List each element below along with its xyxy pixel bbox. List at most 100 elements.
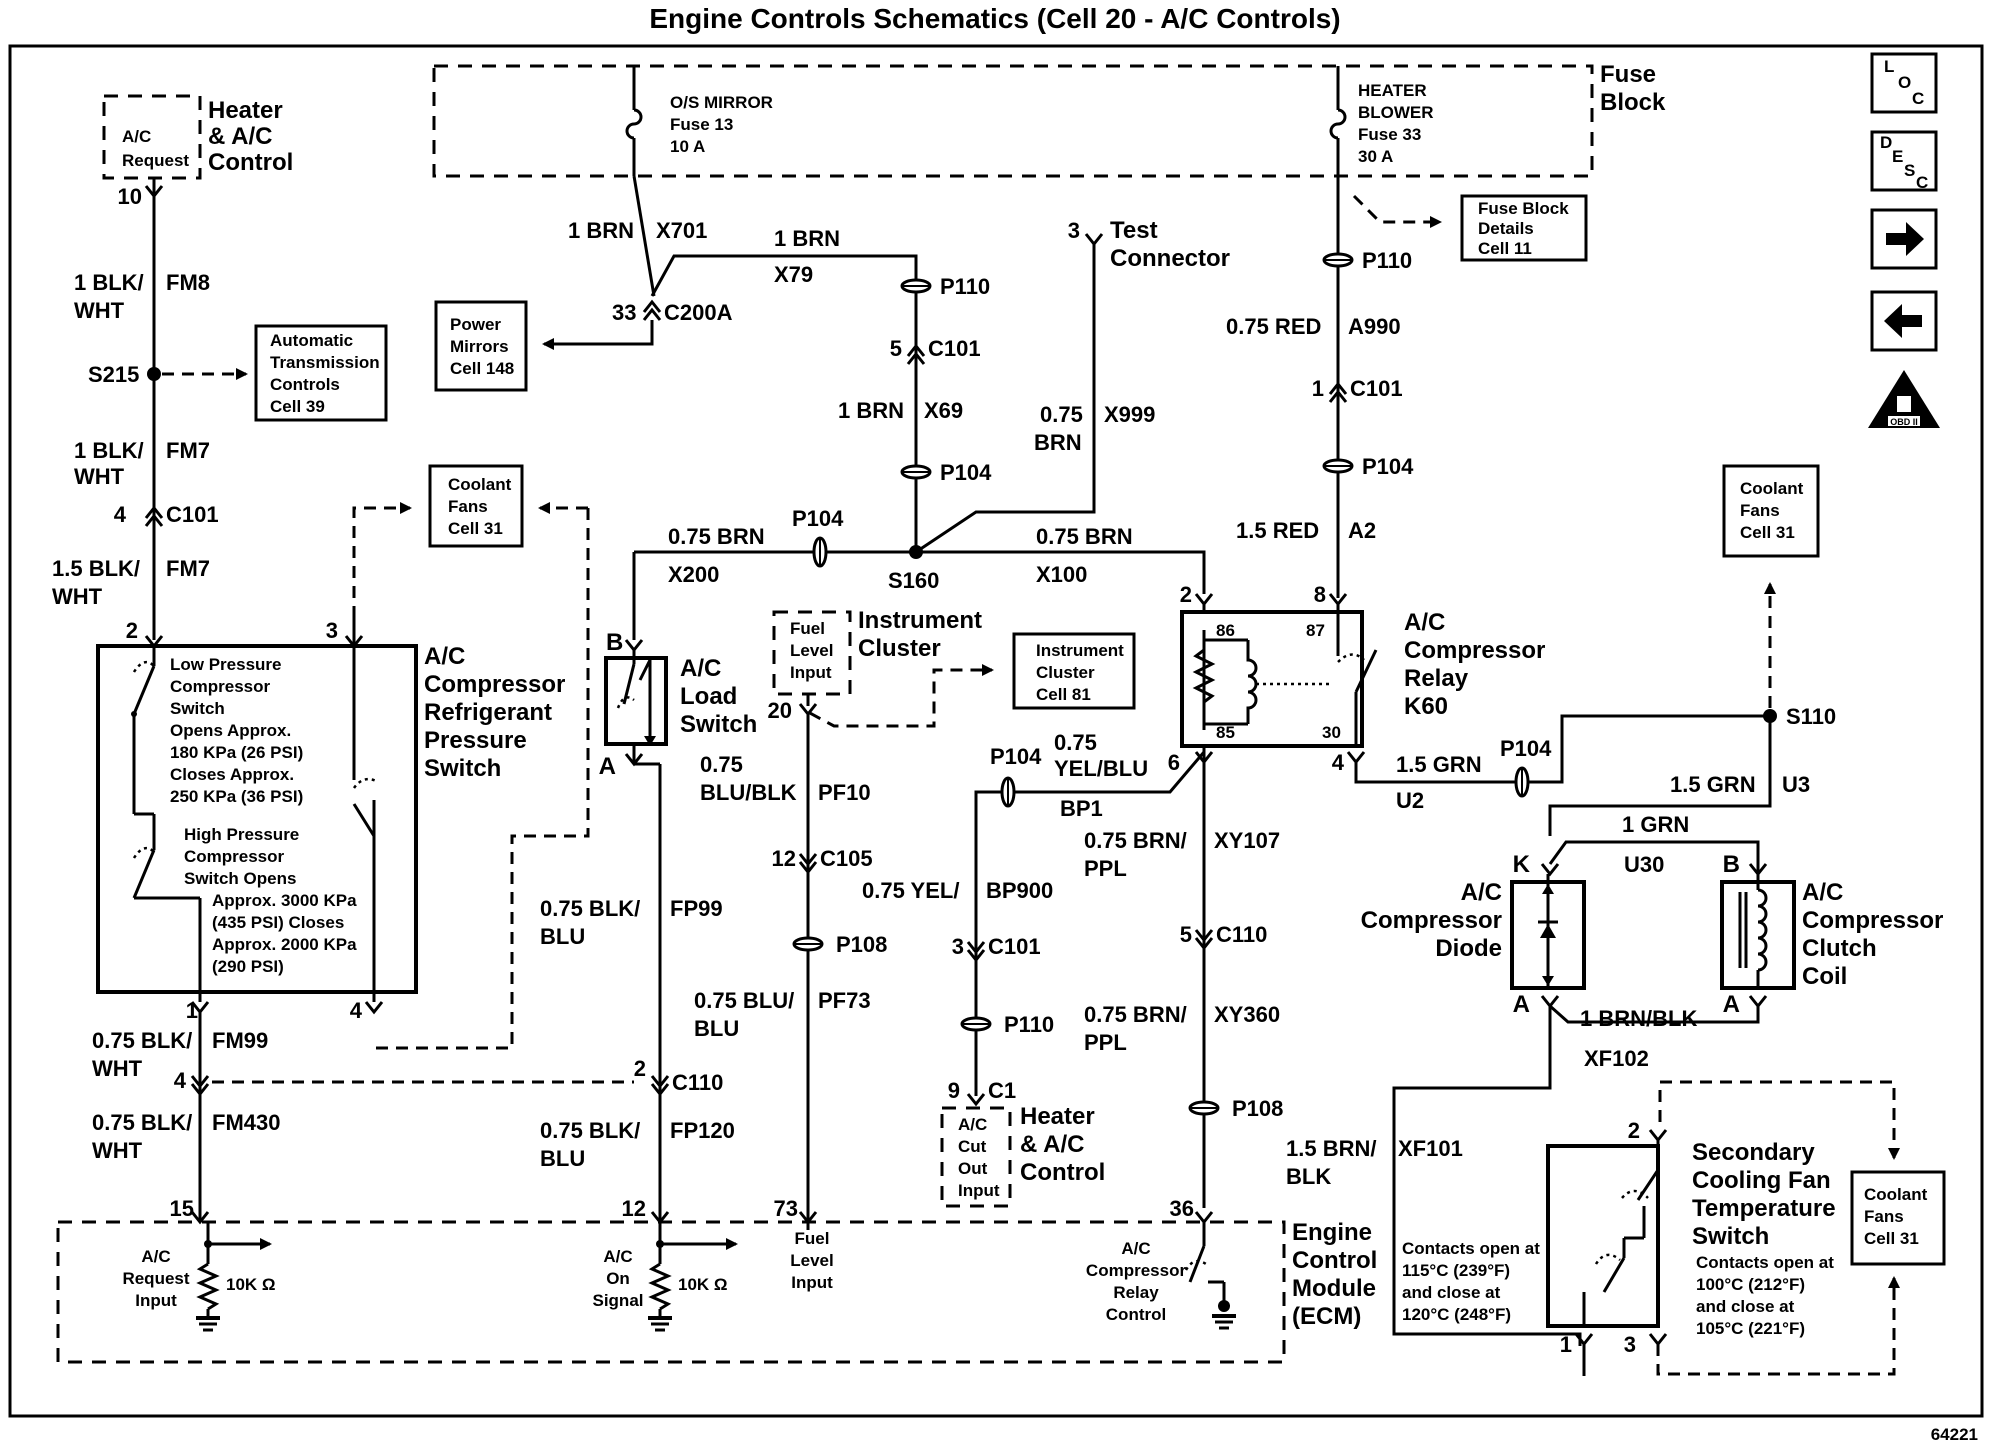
pressure-switch-label: A/C: [424, 643, 465, 670]
svg-text:1 GRN: 1 GRN: [1622, 812, 1689, 837]
svg-text:Details: Details: [1478, 219, 1534, 238]
svg-text:2: 2: [1628, 1118, 1640, 1143]
svg-text:P104: P104: [1500, 736, 1552, 761]
ecm-label: Engine: [1292, 1219, 1372, 1246]
instrument-cluster-ref[interactable]: Instrument Cluster Cell 81: [1012, 632, 1136, 710]
svg-text:12: 12: [622, 1196, 646, 1221]
svg-text:0.75 RED: 0.75 RED: [1226, 314, 1321, 339]
svg-text:P104: P104: [1362, 454, 1414, 479]
connector-p108-right: P108: [1188, 1096, 1283, 1121]
diode-symbol: [1538, 874, 1558, 988]
ecm-box: [56, 1220, 1286, 1364]
svg-text:X701: X701: [656, 218, 707, 243]
svg-text:Fuse 33: Fuse 33: [1358, 125, 1421, 144]
svg-text:86: 86: [1216, 621, 1235, 640]
svg-text:Cooling Fan: Cooling Fan: [1692, 1167, 1831, 1194]
auto-trans-ref[interactable]: Automatic Transmission Controls Cell 39: [254, 324, 388, 422]
svg-text:A/C: A/C: [1121, 1239, 1150, 1258]
power-mirrors-ref[interactable]: Power Mirrors Cell 148: [434, 300, 528, 392]
svg-text:1.5 BRN/: 1.5 BRN/: [1286, 1136, 1376, 1161]
svg-text:Compressor: Compressor: [1802, 907, 1943, 934]
svg-text:Block: Block: [1600, 89, 1666, 116]
svg-text:Cluster: Cluster: [858, 635, 941, 662]
svg-text:Level: Level: [790, 1251, 833, 1270]
svg-text:X79: X79: [774, 262, 813, 287]
svg-text:C: C: [1916, 173, 1928, 192]
svg-text:and close at: and close at: [1696, 1297, 1795, 1316]
svg-text:BP1: BP1: [1060, 796, 1103, 821]
svg-text:Cell 11: Cell 11: [1478, 239, 1532, 258]
svg-text:1 BRN: 1 BRN: [838, 398, 904, 423]
fan-switch-contacts: [1582, 1140, 1660, 1326]
ecm-ac-request-input: 10K Ω A/C Request Input: [122, 1222, 276, 1332]
svg-text:P110: P110: [940, 274, 990, 299]
svg-text:1.5 GRN: 1.5 GRN: [1396, 752, 1482, 777]
svg-text:S160: S160: [888, 568, 939, 593]
svg-text:C110: C110: [672, 1070, 723, 1095]
svg-text:WHT: WHT: [74, 298, 125, 323]
svg-text:0.75 BRN/: 0.75 BRN/: [1084, 1002, 1187, 1027]
svg-text:0.75 BRN: 0.75 BRN: [668, 524, 765, 549]
svg-text:105°C (221°F): 105°C (221°F): [1696, 1319, 1805, 1338]
svg-text:0.75 YEL/: 0.75 YEL/: [862, 878, 959, 903]
svg-text:4: 4: [114, 502, 127, 527]
svg-text:P108: P108: [1232, 1096, 1283, 1121]
svg-text:36: 36: [1170, 1196, 1194, 1221]
svg-text:85: 85: [1216, 723, 1235, 742]
svg-text:Pressure: Pressure: [424, 727, 527, 754]
svg-text:C: C: [1912, 89, 1924, 108]
svg-text:Load: Load: [680, 683, 737, 710]
svg-text:WHT: WHT: [92, 1056, 143, 1081]
wire-xf101: [1392, 1006, 1582, 1346]
arrow-right-icon: [1886, 222, 1924, 256]
svg-text:Cluster: Cluster: [1036, 663, 1095, 682]
svg-text:Fuse Block: Fuse Block: [1478, 199, 1569, 218]
svg-text:1: 1: [1560, 1332, 1572, 1357]
svg-text:P104: P104: [990, 744, 1042, 769]
svg-text:U30: U30: [1624, 852, 1664, 877]
heater-ac-control-top: Heater: [208, 97, 283, 124]
wire-u3: [1548, 716, 1772, 836]
svg-text:Fans: Fans: [1864, 1207, 1904, 1226]
relay-coil: 86 85: [1192, 621, 1330, 742]
coolant-fans-ref-left[interactable]: Coolant Fans Cell 31: [428, 464, 524, 548]
relay-k60-label: A/C: [1404, 609, 1445, 636]
svg-text:X999: X999: [1104, 402, 1155, 427]
ecm-fuel-level-input: Fuel Level Input: [790, 1222, 834, 1292]
svg-text:BLU: BLU: [694, 1016, 739, 1041]
svg-text:Control: Control: [1020, 1159, 1105, 1186]
svg-text:(ECM): (ECM): [1292, 1303, 1361, 1330]
ref-arrow-fuse-details: [1352, 194, 1442, 228]
svg-text:O/S MIRROR: O/S MIRROR: [670, 93, 773, 112]
coolant-fans-ref-right[interactable]: Coolant Fans Cell 31: [1722, 464, 1820, 558]
desc-button[interactable]: D E S C: [1870, 130, 1938, 192]
splice-s215: [147, 367, 161, 381]
svg-text:X69: X69: [924, 398, 963, 423]
svg-text:Cell 39: Cell 39: [270, 397, 325, 416]
wire-x999: [915, 244, 1096, 554]
svg-text:O: O: [1898, 73, 1911, 92]
loc-button[interactable]: L O C: [1870, 52, 1938, 114]
svg-text:10K Ω: 10K Ω: [678, 1275, 728, 1294]
coolant-fans-ref-bottom[interactable]: Coolant Fans Cell 31: [1850, 1170, 1946, 1266]
fuse-block-details-ref[interactable]: Fuse Block Details Cell 11: [1460, 194, 1588, 262]
svg-text:Compressor: Compressor: [1361, 907, 1502, 934]
svg-text:1 BLK/: 1 BLK/: [74, 438, 144, 463]
svg-text:XY107: XY107: [1214, 828, 1280, 853]
svg-text:Input: Input: [958, 1181, 1000, 1200]
svg-text:YEL/BLU: YEL/BLU: [1054, 756, 1148, 781]
wire-u2: [1354, 714, 1770, 784]
svg-text:Contacts open at: Contacts open at: [1696, 1253, 1834, 1272]
svg-text:30 A: 30 A: [1358, 147, 1393, 166]
obd-ii-button[interactable]: OBD II: [1868, 370, 1940, 428]
svg-text:0.75 BLK/: 0.75 BLK/: [540, 896, 640, 921]
svg-text:C110: C110: [1216, 922, 1267, 947]
svg-text:Approx. 2000 KPa: Approx. 2000 KPa: [212, 935, 357, 954]
next-arrow-button[interactable]: [1870, 208, 1938, 270]
svg-text:100°C (212°F): 100°C (212°F): [1696, 1275, 1805, 1294]
svg-text:K: K: [1513, 851, 1531, 878]
ac-load-switch-contacts: [616, 650, 656, 746]
test-connector-label: Test: [1110, 217, 1158, 244]
svg-text:C105: C105: [820, 846, 873, 871]
prev-arrow-button[interactable]: [1870, 290, 1938, 352]
